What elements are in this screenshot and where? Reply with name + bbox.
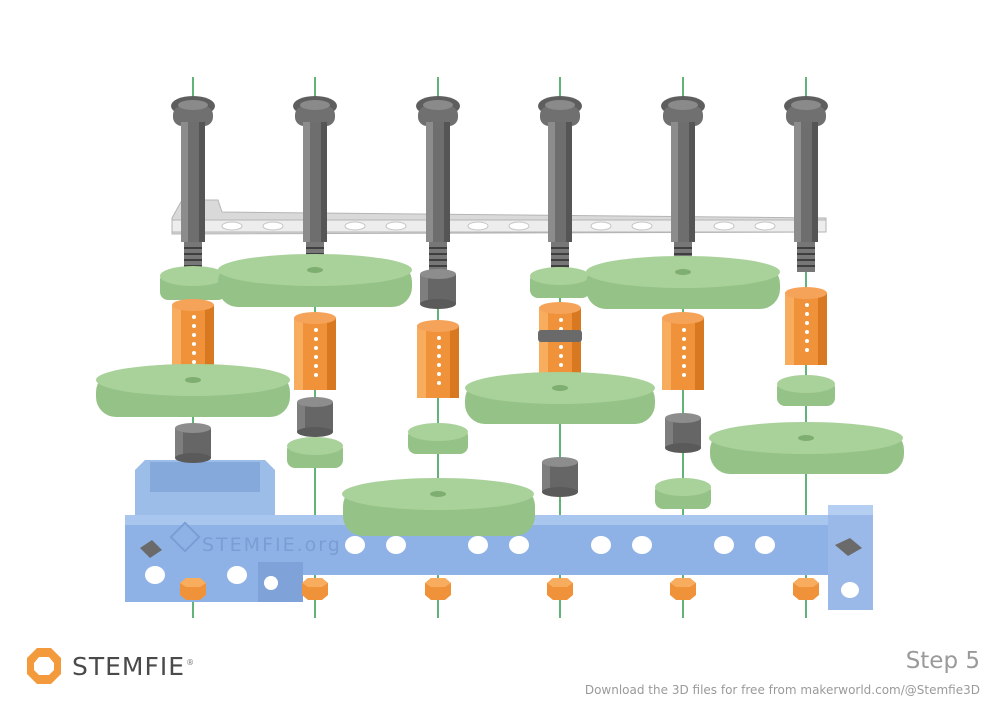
large-gear bbox=[96, 364, 290, 417]
bushing bbox=[175, 423, 211, 463]
bushing bbox=[542, 457, 578, 497]
spacer bbox=[294, 312, 336, 390]
bolt bbox=[783, 95, 829, 273]
small-gear bbox=[655, 478, 711, 509]
spacer bbox=[417, 320, 459, 398]
download-note: Download the 3D files for free from make… bbox=[584, 683, 980, 697]
large-gear bbox=[586, 256, 780, 309]
bushing bbox=[297, 397, 333, 437]
bushing bbox=[665, 413, 701, 453]
bolt bbox=[660, 95, 706, 273]
large-gear bbox=[342, 478, 535, 536]
small-gear bbox=[530, 267, 590, 298]
small-gear bbox=[287, 437, 343, 468]
large-gear bbox=[465, 372, 655, 424]
gears-and-spacers bbox=[96, 254, 904, 536]
small-gear bbox=[160, 266, 226, 300]
large-gear bbox=[218, 254, 412, 307]
spacer bbox=[785, 287, 827, 365]
bolt bbox=[170, 95, 216, 273]
bolt bbox=[415, 95, 461, 273]
brand-logo: STEMFIE® bbox=[24, 646, 195, 686]
brand-name: STEMFIE® bbox=[72, 651, 196, 681]
bolt bbox=[292, 95, 338, 273]
nut bbox=[302, 578, 328, 600]
small-gear bbox=[408, 423, 468, 454]
large-gear bbox=[709, 422, 904, 474]
nut bbox=[793, 578, 819, 600]
step-label: Step 5 bbox=[905, 648, 980, 674]
nut bbox=[425, 578, 451, 600]
spacer-ring bbox=[538, 330, 582, 342]
registered-mark: ® bbox=[186, 658, 196, 668]
bolts bbox=[170, 95, 829, 273]
angle-brace bbox=[171, 199, 827, 235]
bolt bbox=[537, 95, 583, 273]
nut bbox=[547, 578, 573, 600]
small-gear bbox=[777, 375, 835, 406]
bushing bbox=[420, 269, 456, 309]
spacer bbox=[662, 312, 704, 390]
beam-marking-text: STEMFIE.org bbox=[202, 534, 342, 556]
nut bbox=[180, 578, 206, 600]
nut bbox=[670, 578, 696, 600]
stemfie-hexagon-logo-icon bbox=[24, 646, 64, 686]
